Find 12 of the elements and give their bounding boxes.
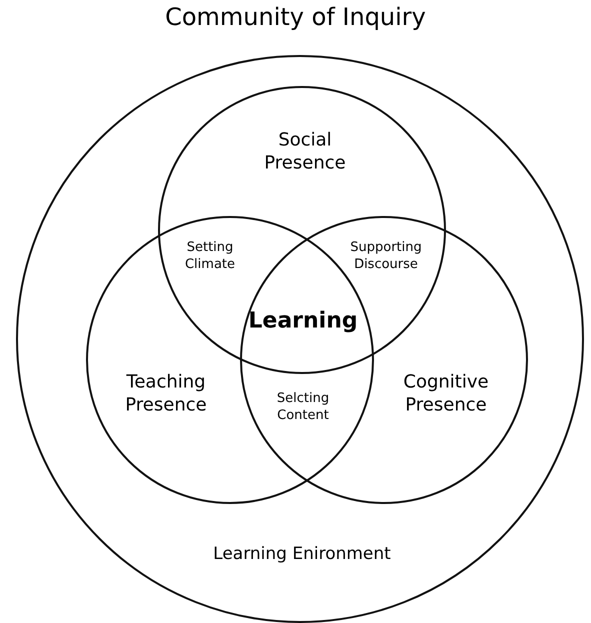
overlap-label: Learning: [247, 308, 359, 336]
overlap-label: Supporting Discourse: [349, 240, 423, 274]
venn-circle: [158, 86, 446, 374]
overlap-label: Setting Climate: [184, 240, 236, 274]
circle-label: Learning Enironment: [212, 542, 392, 566]
circle-label: Cognitive Presence: [402, 370, 490, 418]
circle-label: Social Presence: [263, 128, 347, 176]
diagram-title: Community of Inquiry: [164, 3, 427, 31]
venn-circle: [240, 216, 528, 504]
circle-label: Teaching Presence: [124, 370, 208, 418]
overlap-label: Selcting Content: [276, 391, 330, 425]
venn-circle: [16, 55, 584, 623]
